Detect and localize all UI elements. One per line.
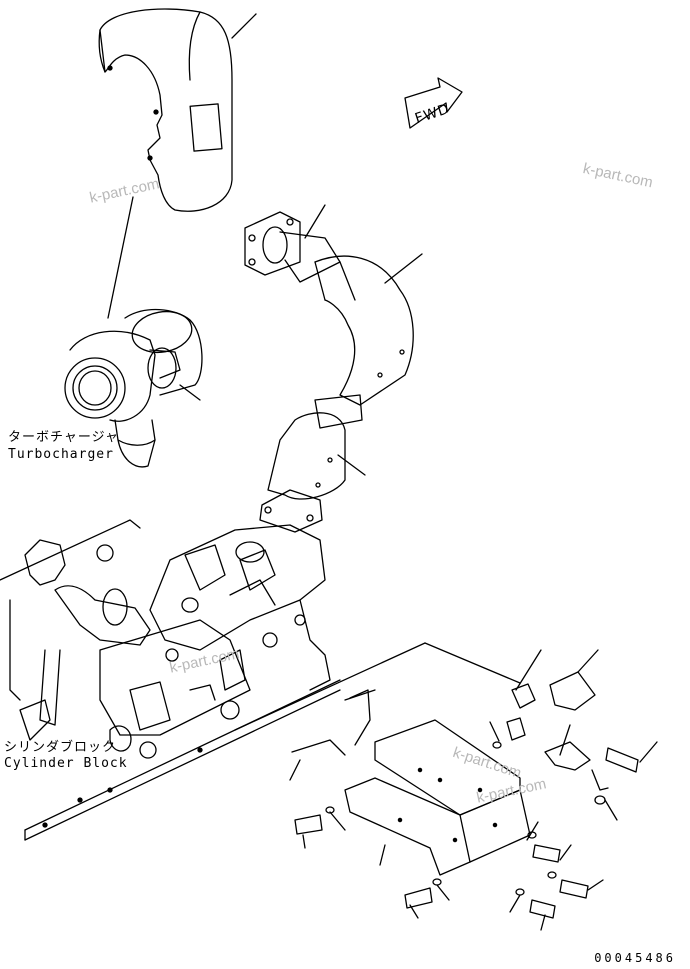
cylinder-block-label-en: Cylinder Block <box>4 756 128 771</box>
engine-block <box>0 519 521 841</box>
turbocharger-label-jp: ターボチャージャ <box>8 430 119 445</box>
bracket-assembly <box>289 649 658 931</box>
cylinder-block-label-jp: シリンダブロック <box>4 740 117 755</box>
leader-line <box>107 196 134 319</box>
figure-number: 00045486 <box>594 951 676 965</box>
fwd-arrow <box>404 77 463 129</box>
turbocharger <box>64 308 203 468</box>
turbo-heat-shield <box>98 8 257 212</box>
exhaust-pipe <box>244 204 423 533</box>
turbocharger-label-en: Turbocharger <box>8 447 114 462</box>
